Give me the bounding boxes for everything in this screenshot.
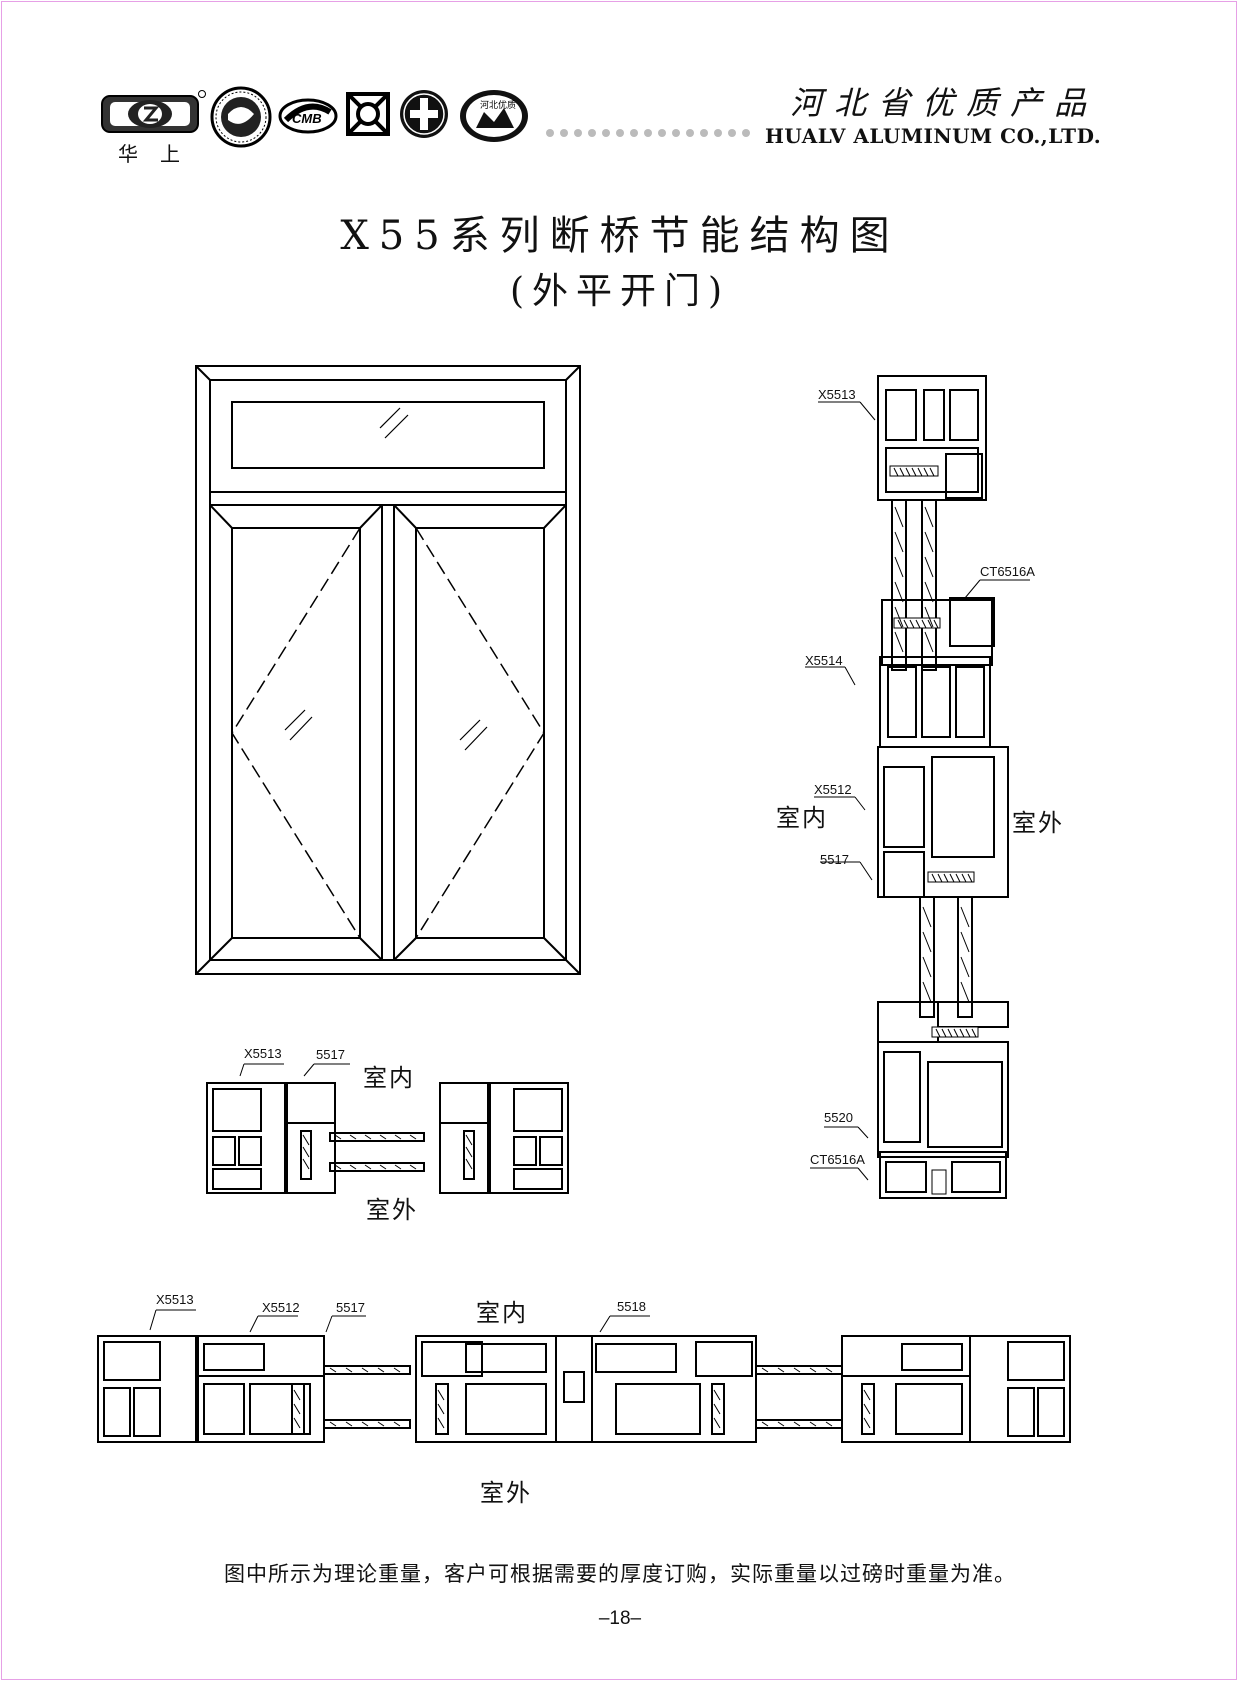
right-leaf — [393, 504, 567, 961]
hebei-seal-icon: 河北优质 — [460, 90, 528, 142]
wide-label-stop: 5517 — [336, 1300, 365, 1315]
page-title: X55系列断桥节能结构图 — [340, 213, 900, 259]
small-indoor-label: 室内 — [363, 1064, 415, 1092]
company-name: HUALV ALUMINUM CO.,LTD. — [765, 124, 1102, 148]
emblem-icon — [400, 90, 448, 138]
dotted-rule — [546, 129, 750, 137]
left-leaf-opening-mark — [231, 527, 361, 939]
product-honor: 河北省优质产品 — [790, 84, 1099, 122]
label-top-frame: X5513 — [818, 387, 856, 402]
page-number: –18– — [598, 1608, 642, 1629]
vertical-section-drawing — [877, 375, 1009, 1199]
wide-label-sash: X5512 — [262, 1300, 300, 1315]
wide-horizontal-section-drawing — [97, 1335, 1071, 1443]
right-leaf-glass — [415, 527, 545, 939]
small-outdoor-label: 室外 — [366, 1196, 418, 1224]
label-bottom-sill: CT6516A — [810, 1152, 865, 1167]
left-leaf — [209, 504, 383, 961]
wide-indoor-label: 室内 — [476, 1299, 528, 1327]
quality-knot-icon — [346, 92, 390, 136]
vertical-indoor-label: 室内 — [776, 804, 828, 832]
vertical-outdoor-label: 室外 — [1012, 809, 1064, 837]
svg-text:CMB: CMB — [292, 111, 322, 126]
page-subtitle: (外平开门) — [509, 271, 731, 312]
vertical-section-leaders — [805, 401, 1030, 1181]
hualv-logo-icon — [101, 90, 206, 133]
cmpb-badge-icon: CMB — [278, 98, 338, 134]
wide-label-mullion: 5518 — [617, 1299, 646, 1314]
right-leaf-opening-mark — [415, 527, 545, 939]
outer-frame — [195, 365, 581, 975]
transom-glass — [231, 401, 545, 469]
small-label-frame: X5513 — [244, 1046, 282, 1061]
wide-outdoor-label: 室外 — [480, 1479, 532, 1507]
label-bottom-sash: 5520 — [824, 1110, 853, 1125]
label-sash-stop: 5517 — [820, 852, 849, 867]
label-sash: X5512 — [814, 782, 852, 797]
small-horizontal-section-drawing — [206, 1082, 569, 1194]
wide-section-leaders — [149, 1309, 650, 1333]
weight-note: 图中所示为理论重量，客户可根据需要的厚度订购，实际重量以过磅时重量为准。 — [224, 1562, 1016, 1586]
small-section-leaders — [239, 1063, 350, 1077]
wide-label-frame: X5513 — [156, 1292, 194, 1307]
brand-mark-text: 华上 — [118, 142, 202, 166]
small-label-stop: 5517 — [316, 1047, 345, 1062]
label-transom-bar: CT6516A — [980, 564, 1035, 579]
door-elevation-drawing — [195, 365, 581, 975]
label-mid-frame: X5514 — [805, 653, 843, 668]
globe-seal-icon — [210, 86, 272, 148]
hebei-seal-text: 河北优质 — [480, 99, 516, 111]
